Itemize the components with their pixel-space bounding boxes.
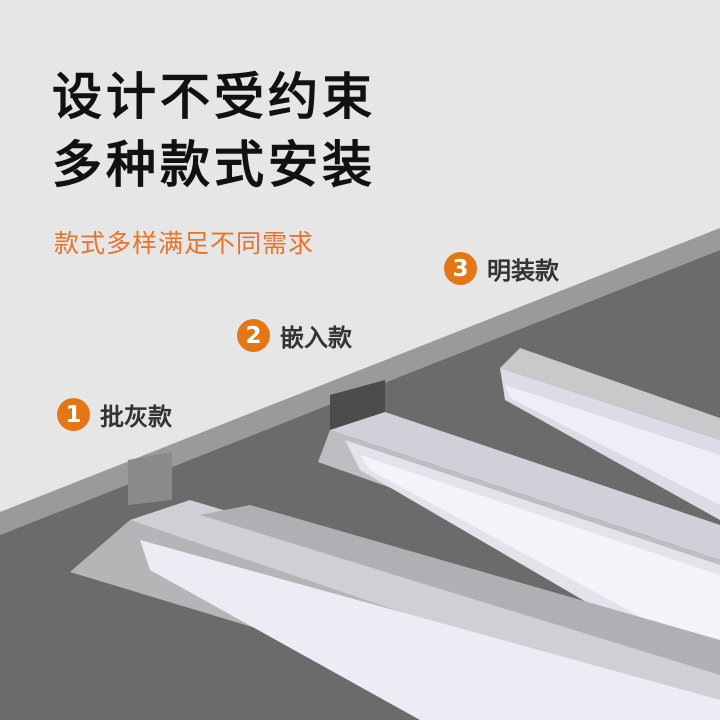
subtitle: 款式多样满足不同需求	[54, 229, 315, 258]
style-label-plaster-in: 1 批灰款	[57, 397, 172, 432]
style-label-recessed: 2 嵌入款	[237, 318, 352, 353]
headline-line-2: 多种款式安装	[52, 136, 376, 194]
number-badge-icon: 1	[57, 398, 90, 431]
style-name: 嵌入款	[280, 324, 352, 352]
plaster-in-profile	[70, 452, 720, 720]
style-name: 批灰款	[100, 403, 172, 431]
style-name: 明装款	[487, 257, 559, 285]
ceiling-top-edge	[0, 228, 720, 535]
headline-line-1: 设计不受约束	[52, 68, 376, 126]
style-label-surface: 3 明装款	[444, 251, 559, 286]
surface-mount-profile	[500, 348, 720, 520]
number-badge-icon: 2	[237, 319, 270, 352]
number-badge-icon: 3	[444, 252, 477, 285]
